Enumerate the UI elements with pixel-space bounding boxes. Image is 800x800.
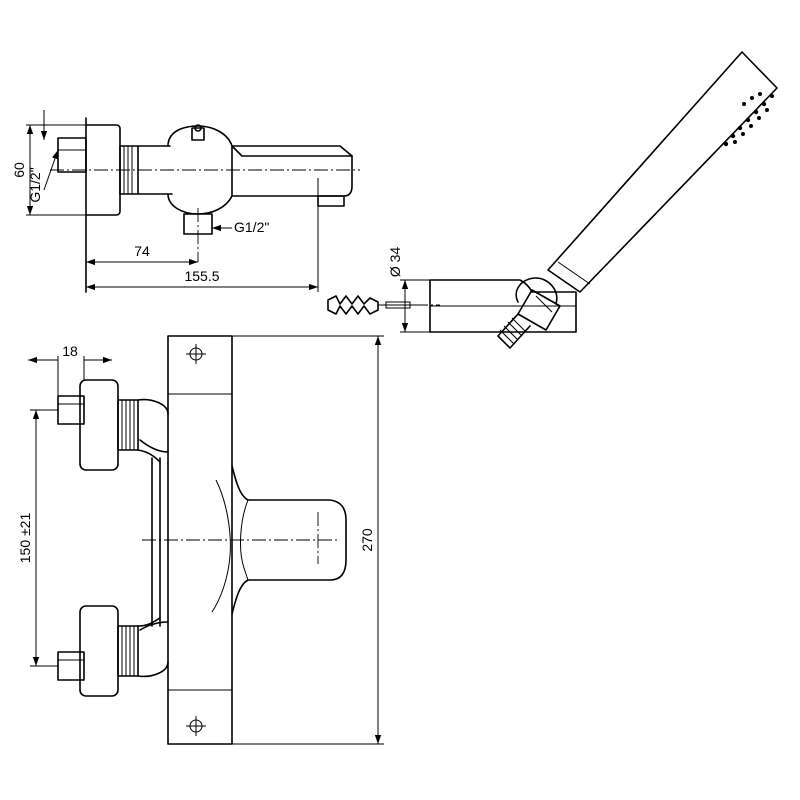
shower-bracket	[429, 279, 577, 333]
shower-handle	[547, 51, 778, 293]
front-view: 18 150 ±21 270	[17, 335, 384, 745]
dim-thread-left: G1/2"	[27, 167, 43, 202]
spout-outlet	[317, 195, 345, 207]
wall-plug	[327, 295, 379, 315]
side-view: 60 G1/2" G1/2" 74 155.5	[11, 110, 360, 293]
dim-length-270: 270	[359, 528, 375, 552]
top-pin	[191, 127, 205, 141]
hand-shower: Ø 34	[327, 51, 778, 349]
eccentric-top	[57, 379, 169, 471]
dim-thread-bottom: G1/2"	[234, 219, 269, 235]
spout-side	[231, 145, 353, 197]
hose-connector	[517, 289, 561, 331]
mixer-body-side	[137, 145, 173, 195]
dim-center-150: 150 ±21	[17, 513, 33, 564]
dim-diameter-34: Ø 34	[387, 247, 403, 278]
nozzle-holes	[723, 92, 774, 147]
dim-height-60: 60	[11, 162, 27, 178]
mixer-center-bulge	[167, 125, 233, 215]
hose-thread	[497, 313, 531, 349]
dim-depth-74: 74	[134, 243, 150, 259]
eccentric-bottom	[57, 605, 169, 697]
eccentric-pipe	[57, 137, 87, 173]
spout-front	[231, 465, 347, 615]
dim-width-18: 18	[62, 343, 78, 359]
dim-depth-155: 155.5	[184, 268, 219, 284]
